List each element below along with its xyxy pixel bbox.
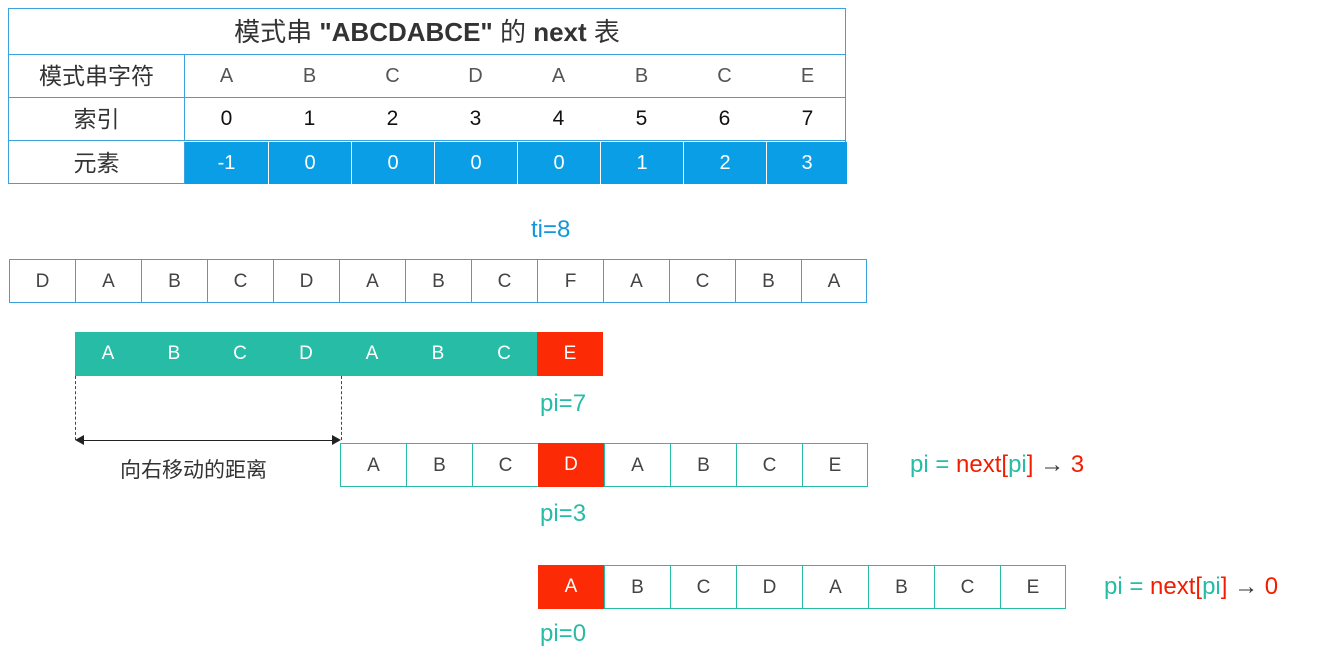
text-char-cell: C (471, 259, 537, 303)
arrow-left-icon (75, 435, 84, 445)
next-table: 模式串 "ABCDABCE" 的 next 表 模式串字符 A B C D A … (8, 8, 847, 184)
index-cell: 0 (220, 107, 233, 130)
next-value-cell: 0 (517, 142, 600, 184)
char-cell: B (302, 65, 317, 87)
pattern-mismatch-cell: D (538, 443, 604, 487)
text-char-cell: A (603, 259, 669, 303)
text-string: D A B C D A B C F A C B A (9, 259, 871, 303)
index-cell: 5 (635, 107, 648, 130)
row-label-chars: 模式串字符 (9, 55, 185, 97)
char-cell: C (717, 65, 732, 87)
next-table-title: 模式串 "ABCDABCE" 的 next 表 (9, 9, 845, 55)
pattern-row-3: A B C D A B C E (538, 565, 1068, 609)
text-char-cell: A (75, 259, 141, 303)
next-table-row-chars: 模式串字符 A B C D A B C E (9, 55, 845, 98)
index-cell: 7 (801, 107, 814, 130)
char-cell: A (219, 65, 234, 87)
pattern-char-cell: C (207, 332, 273, 376)
shift-guide-left (75, 376, 76, 440)
text-char-cell: F (537, 259, 603, 303)
pattern-char-cell: C (736, 443, 802, 487)
pattern-char-cell: C (472, 443, 538, 487)
index-cell: 2 (386, 107, 399, 130)
pattern-char-cell: E (802, 443, 868, 487)
index-cell: 4 (552, 107, 565, 130)
pattern-row-2: A B C D A B C E (340, 443, 870, 487)
pattern-mismatch-cell: A (538, 565, 604, 609)
char-cell: C (385, 65, 400, 87)
text-char-cell: D (273, 259, 339, 303)
next-value-cell: 0 (351, 142, 434, 184)
next-value-cell: 2 (683, 142, 766, 184)
pattern-char-cell: A (802, 565, 868, 609)
next-value-cell: 1 (600, 142, 683, 184)
shift-distance-label: 向右移动的距离 (120, 459, 267, 482)
char-cell: E (800, 65, 815, 87)
next-value-cell: 3 (766, 142, 847, 184)
pattern-char-cell: B (670, 443, 736, 487)
pattern-char-cell: D (736, 565, 802, 609)
shift-arrow-line (82, 440, 334, 441)
pattern-char-cell: B (406, 443, 472, 487)
pattern-char-cell: A (75, 332, 141, 376)
pattern-char-cell: B (604, 565, 670, 609)
arrow-right-icon (332, 435, 341, 445)
pattern-char-cell: C (471, 332, 537, 376)
pattern-char-cell: C (934, 565, 1000, 609)
text-char-cell: A (339, 259, 405, 303)
row-label-index: 索引 (9, 98, 185, 140)
pattern-char-cell: B (141, 332, 207, 376)
pattern-pointer-label-3: pi=0 (540, 620, 587, 647)
shift-guide-right (341, 376, 342, 440)
pattern-mismatch-cell: E (537, 332, 603, 376)
text-char-cell: D (9, 259, 75, 303)
pattern-row-1: A B C D A B C E (75, 332, 605, 376)
text-char-cell: B (735, 259, 801, 303)
pattern-char-cell: A (339, 332, 405, 376)
index-cell: 1 (303, 107, 316, 130)
next-value-cell: 0 (268, 142, 351, 184)
text-char-cell: C (669, 259, 735, 303)
pattern-char-cell: A (340, 443, 406, 487)
next-table-row-indices: 索引 0 1 2 3 4 5 6 7 (9, 98, 845, 141)
text-char-cell: B (141, 259, 207, 303)
pattern-pointer-label-1: pi=7 (540, 390, 587, 417)
text-pointer-label: ti=8 (531, 216, 571, 243)
char-cell: A (551, 65, 566, 87)
index-cell: 6 (718, 107, 731, 130)
next-formula-3: pi = next[pi] → 0 (1104, 573, 1279, 600)
row-label-element: 元素 (9, 142, 185, 184)
pattern-char-cell: A (604, 443, 670, 487)
next-value-cell: -1 (185, 142, 268, 184)
pattern-char-cell: E (1000, 565, 1066, 609)
index-cell: 3 (469, 107, 482, 130)
next-value-cell: 0 (434, 142, 517, 184)
char-cell: B (634, 65, 649, 87)
pattern-char-cell: B (868, 565, 934, 609)
next-formula-2: pi = next[pi] → 3 (910, 451, 1085, 478)
pattern-char-cell: D (273, 332, 339, 376)
text-char-cell: B (405, 259, 471, 303)
pattern-char-cell: B (405, 332, 471, 376)
pattern-char-cell: C (670, 565, 736, 609)
char-cell: D (468, 65, 483, 87)
pattern-pointer-label-2: pi=3 (540, 500, 587, 527)
text-char-cell: C (207, 259, 273, 303)
text-char-cell: A (801, 259, 867, 303)
next-table-row-values: 元素 -1 0 0 0 0 1 2 3 (9, 142, 847, 184)
